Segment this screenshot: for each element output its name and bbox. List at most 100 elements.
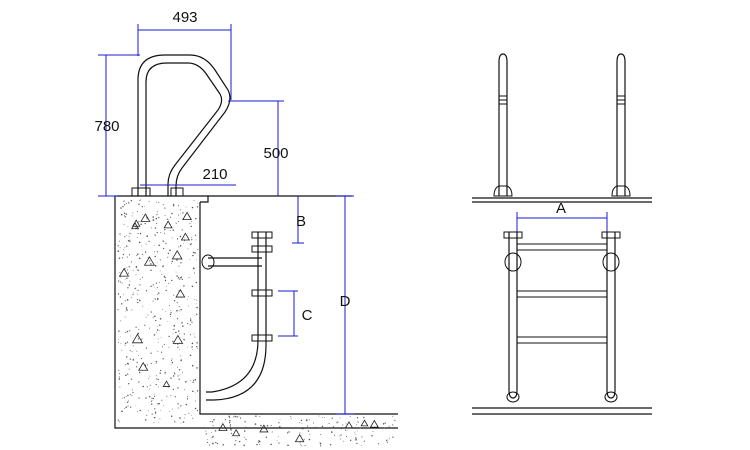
concrete-speckle bbox=[126, 362, 129, 365]
concrete-speckle bbox=[154, 234, 156, 236]
concrete-speckle bbox=[156, 265, 158, 267]
concrete-speckle bbox=[196, 345, 198, 348]
concrete-speckle bbox=[167, 256, 169, 258]
concrete-speckle bbox=[125, 310, 126, 312]
concrete-speckle bbox=[147, 257, 149, 259]
concrete-speckle bbox=[386, 440, 387, 442]
concrete-speckle bbox=[126, 309, 128, 311]
concrete-speckle bbox=[124, 214, 126, 216]
concrete-speckle bbox=[117, 245, 119, 247]
concrete-speckle bbox=[193, 272, 195, 274]
concrete-speckle bbox=[150, 263, 152, 265]
concrete-speckle bbox=[165, 310, 167, 312]
concrete-speckle bbox=[230, 425, 232, 427]
concrete-speckle bbox=[245, 438, 247, 440]
concrete-speckle bbox=[129, 330, 131, 332]
concrete-speckle bbox=[157, 350, 159, 352]
aggregate-mark bbox=[171, 250, 183, 260]
concrete-speckle bbox=[214, 430, 216, 432]
concrete-speckle bbox=[119, 336, 121, 338]
concrete-speckle bbox=[184, 381, 187, 383]
concrete-speckle bbox=[194, 315, 196, 317]
concrete-speckle bbox=[175, 271, 177, 273]
concrete-speckle bbox=[345, 423, 347, 425]
handrail-post-right bbox=[611, 53, 631, 197]
concrete-speckle bbox=[228, 417, 230, 419]
concrete-speckle bbox=[145, 243, 147, 245]
concrete-speckle bbox=[149, 260, 151, 262]
concrete-speckle bbox=[125, 213, 128, 215]
concrete-speckle bbox=[192, 254, 194, 257]
concrete-speckle bbox=[205, 433, 207, 435]
concrete-speckle bbox=[271, 431, 273, 433]
concrete-speckle bbox=[134, 287, 136, 290]
concrete-speckle bbox=[195, 400, 196, 402]
concrete-speckle bbox=[118, 373, 120, 375]
concrete-speckle bbox=[144, 205, 145, 207]
concrete-speckle bbox=[189, 354, 192, 357]
concrete-speckle bbox=[154, 394, 156, 396]
concrete-speckle bbox=[180, 422, 182, 424]
concrete-speckle bbox=[185, 403, 188, 406]
concrete-speckle bbox=[193, 267, 195, 270]
concrete-speckle bbox=[212, 443, 214, 445]
concrete-speckle bbox=[125, 308, 128, 310]
concrete-speckle bbox=[174, 396, 176, 398]
concrete-speckle bbox=[155, 383, 157, 386]
concrete-speckle bbox=[222, 444, 224, 446]
concrete-speckle bbox=[118, 330, 120, 332]
concrete-speckle bbox=[339, 438, 341, 440]
concrete-speckle bbox=[304, 445, 306, 447]
concrete-speckle bbox=[189, 259, 191, 260]
concrete-speckle bbox=[392, 436, 394, 438]
concrete-speckle bbox=[150, 363, 152, 365]
concrete-speckle bbox=[156, 214, 158, 216]
concrete-speckle bbox=[152, 216, 154, 218]
concrete-speckle bbox=[173, 328, 175, 331]
concrete-speckle bbox=[123, 212, 126, 214]
concrete-speckle bbox=[172, 388, 174, 391]
concrete-speckle bbox=[151, 403, 153, 405]
concrete-speckle bbox=[118, 377, 120, 379]
ladder-tread-2 bbox=[516, 290, 608, 298]
concrete-speckle bbox=[139, 409, 141, 412]
concrete-speckle bbox=[170, 415, 173, 417]
concrete-speckle bbox=[179, 374, 181, 376]
concrete-speckle bbox=[135, 267, 137, 269]
concrete-speckle bbox=[279, 418, 281, 420]
concrete-speckle bbox=[157, 299, 159, 301]
concrete-speckle bbox=[209, 420, 211, 423]
concrete-speckle bbox=[132, 293, 134, 295]
concrete-speckle bbox=[157, 338, 159, 340]
concrete-speckle bbox=[278, 422, 280, 424]
concrete-speckle bbox=[164, 214, 166, 216]
concrete-speckle bbox=[149, 396, 151, 398]
concrete-speckle bbox=[153, 395, 156, 397]
dim-label-780: 780 bbox=[94, 118, 119, 135]
concrete-speckle bbox=[287, 433, 289, 434]
concrete-speckle bbox=[349, 439, 352, 442]
aggregate-mark bbox=[131, 219, 141, 227]
concrete-speckle bbox=[171, 279, 173, 282]
concrete-speckle bbox=[135, 326, 137, 328]
concrete-speckle bbox=[277, 436, 279, 437]
concrete-speckle bbox=[167, 252, 170, 254]
concrete-speckle bbox=[164, 279, 167, 282]
concrete-speckle bbox=[131, 395, 133, 397]
concrete-speckle bbox=[174, 373, 176, 375]
concrete-speckle bbox=[159, 259, 161, 261]
concrete-speckle bbox=[154, 408, 156, 410]
concrete-speckle bbox=[122, 205, 124, 208]
concrete-speckle bbox=[155, 412, 156, 414]
concrete-speckle bbox=[176, 302, 178, 304]
concrete-speckle bbox=[158, 244, 160, 247]
concrete-speckle bbox=[137, 301, 139, 304]
concrete-speckle bbox=[183, 338, 185, 341]
concrete-speckle bbox=[210, 432, 212, 434]
concrete-speckle bbox=[186, 381, 188, 382]
concrete-speckle bbox=[306, 419, 308, 422]
concrete-speckle bbox=[135, 274, 137, 276]
concrete-speckle bbox=[189, 223, 191, 225]
concrete-speckle bbox=[120, 207, 122, 209]
concrete-speckle bbox=[357, 421, 359, 423]
